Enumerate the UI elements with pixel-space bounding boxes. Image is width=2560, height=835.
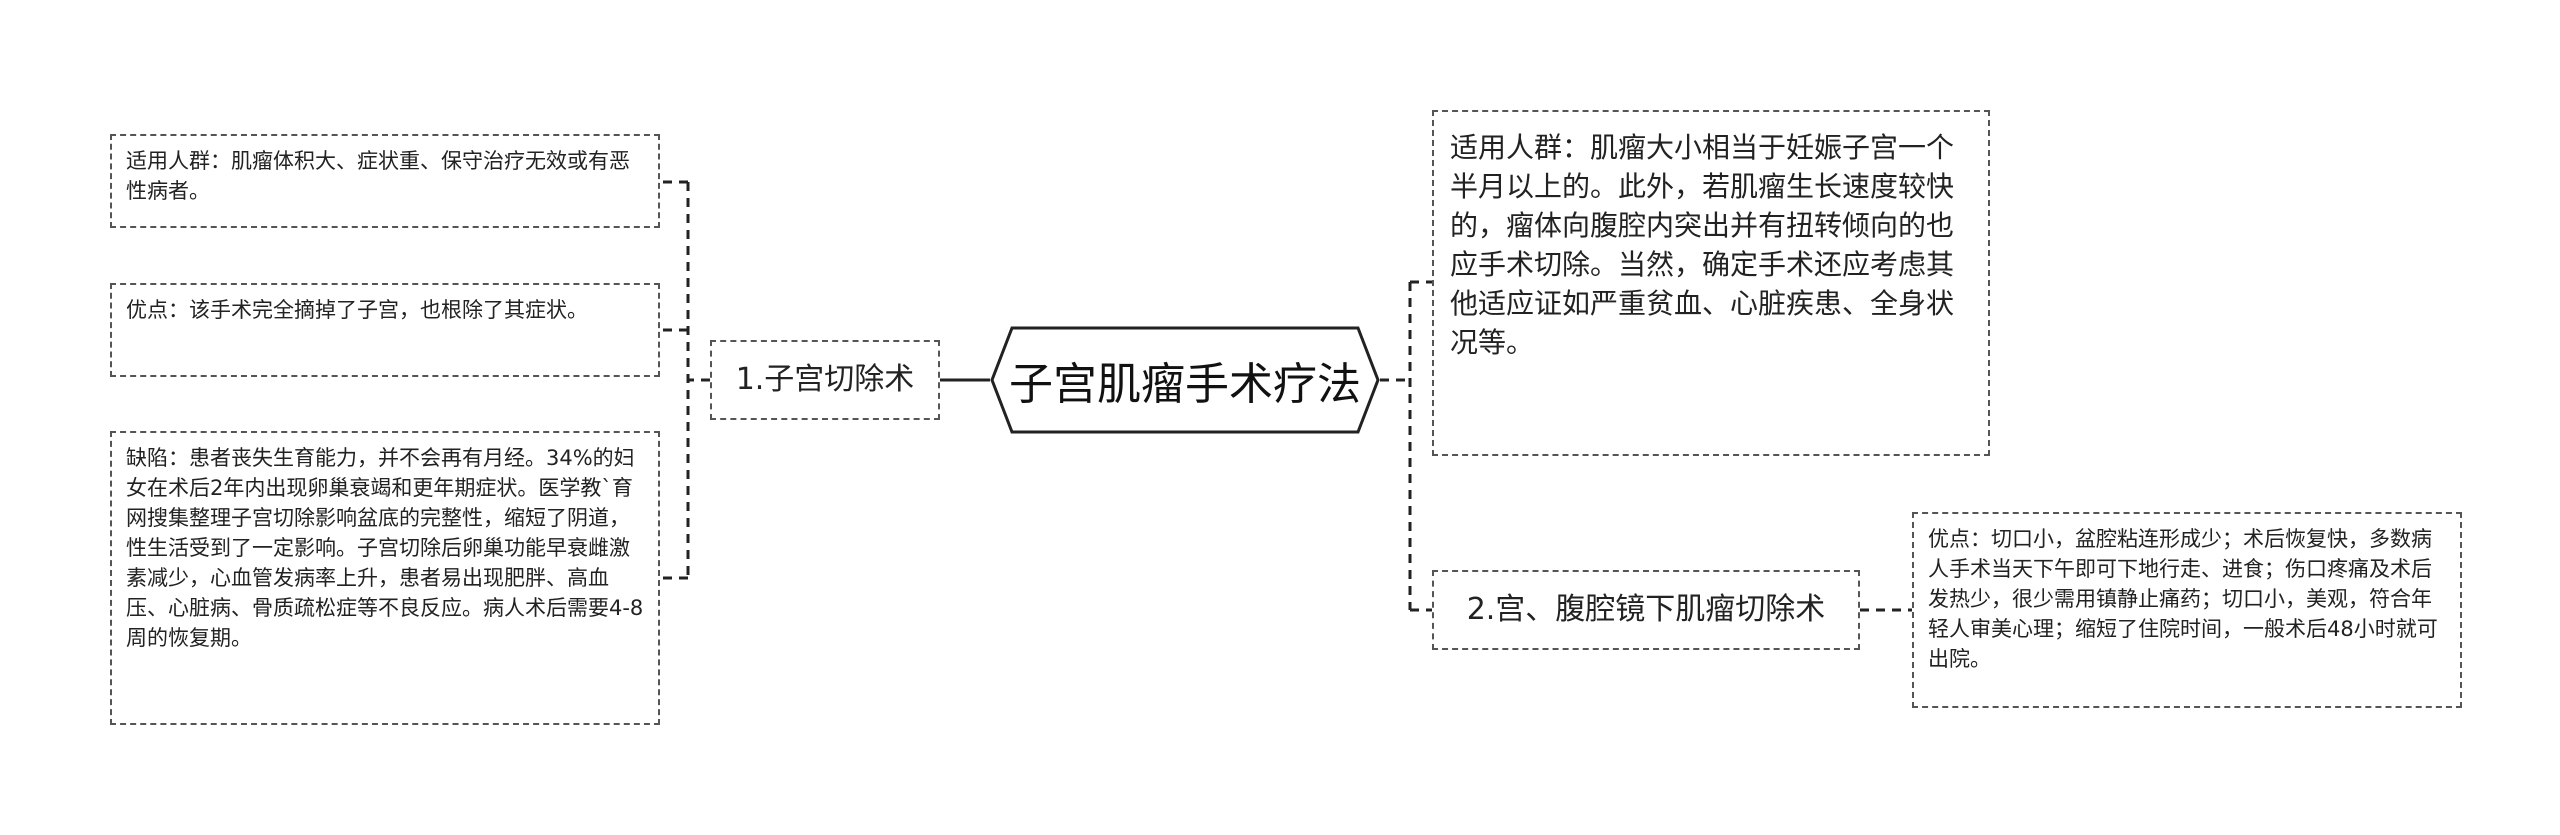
leaf-advantages-left: 优点：该手术完全摘掉了子宫，也根除了其症状。 xyxy=(110,283,660,377)
leaf-disadvantages-left: 缺陷：患者丧失生育能力，并不会再有月经。34%的妇女在术后2年内出现卵巢衰竭和更… xyxy=(110,431,660,725)
leaf-applicable-population-left: 适用人群：肌瘤体积大、症状重、保守治疗无效或有恶性病者。 xyxy=(110,134,660,228)
leaf-applicable-population-right: 适用人群：肌瘤大小相当于妊娠子宫一个半月以上的。此外，若肌瘤生长速度较快的，瘤体… xyxy=(1432,110,1990,456)
connector-right-bracket xyxy=(1380,280,1432,612)
root-hexagon-shape xyxy=(990,326,1380,434)
root-title: 子宫肌瘤手术疗法 xyxy=(1009,359,1361,410)
branch-laparoscopic-myomectomy: 2.宫、腹腔镜下肌瘤切除术 xyxy=(1432,570,1860,650)
leaf-advantages-right: 优点：切口小，盆腔粘连形成少；术后恢复快，多数病人手术当天下午即可下地行走、进食… xyxy=(1912,512,2462,708)
branch-hysterectomy: 1.子宫切除术 xyxy=(710,340,940,420)
root-node: 子宫肌瘤手术疗法 xyxy=(990,326,1380,434)
connector-left-bracket xyxy=(660,180,710,580)
